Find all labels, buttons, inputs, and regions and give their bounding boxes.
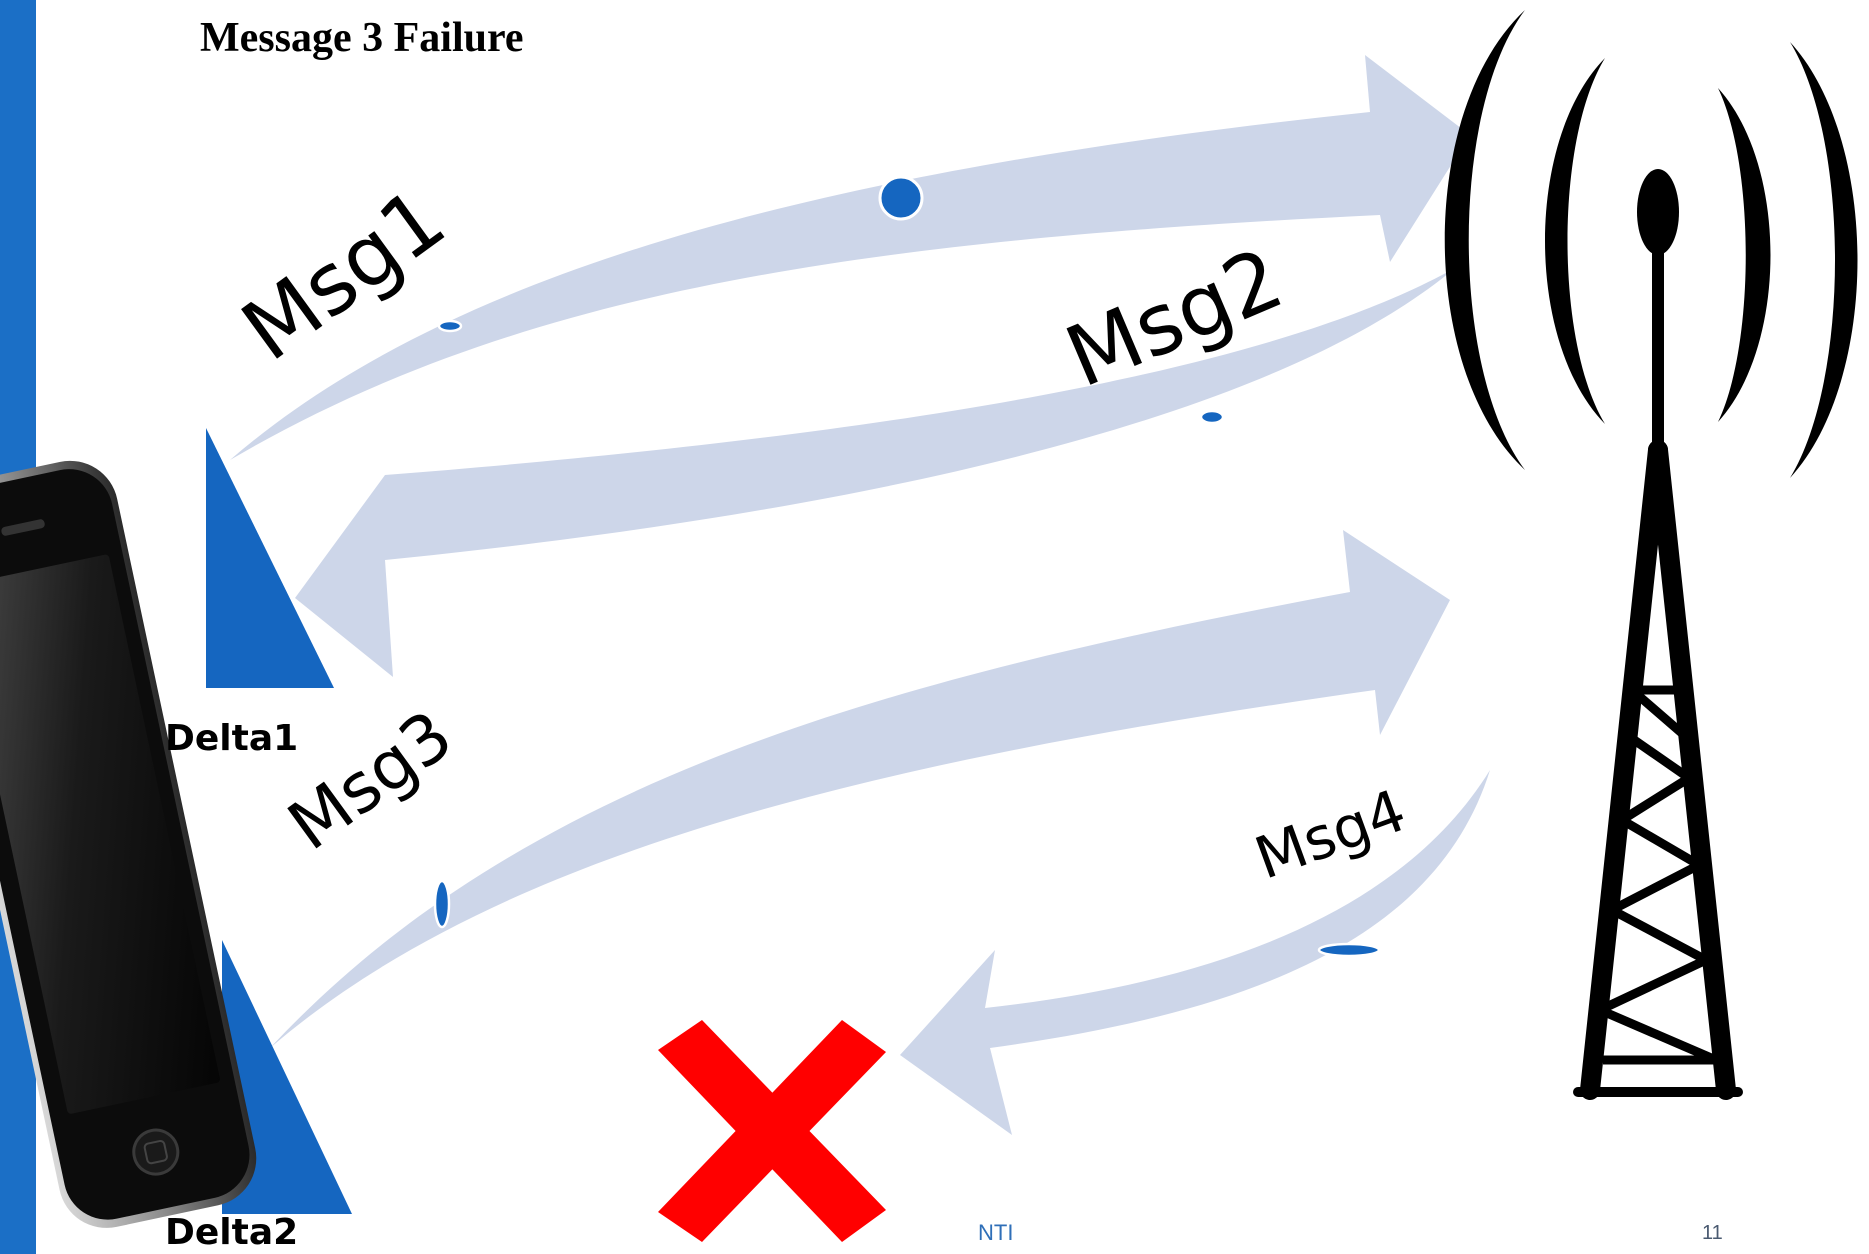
- accent-dot: [433, 879, 451, 929]
- smartphone-icon: [0, 460, 257, 1228]
- msg3-arrow: [270, 530, 1450, 1048]
- footer-text: NTI: [978, 1220, 1014, 1245]
- cell-tower-icon: [1444, 10, 1858, 1100]
- delta1-label: Delta1: [165, 718, 299, 759]
- delta1-wedge: [206, 428, 334, 688]
- accent-dot: [437, 319, 463, 333]
- delta2-label: Delta2: [165, 1212, 299, 1253]
- accent-dot: [1199, 409, 1225, 425]
- msg1-arrow: [230, 55, 1470, 460]
- page-number: 11: [1702, 1222, 1723, 1244]
- accent-dot: [878, 175, 924, 221]
- msg2-arrow: [295, 268, 1455, 677]
- accent-dot: [1317, 942, 1381, 958]
- red-x-icon: [658, 1020, 886, 1242]
- slide-title: Message 3 Failure: [200, 15, 524, 61]
